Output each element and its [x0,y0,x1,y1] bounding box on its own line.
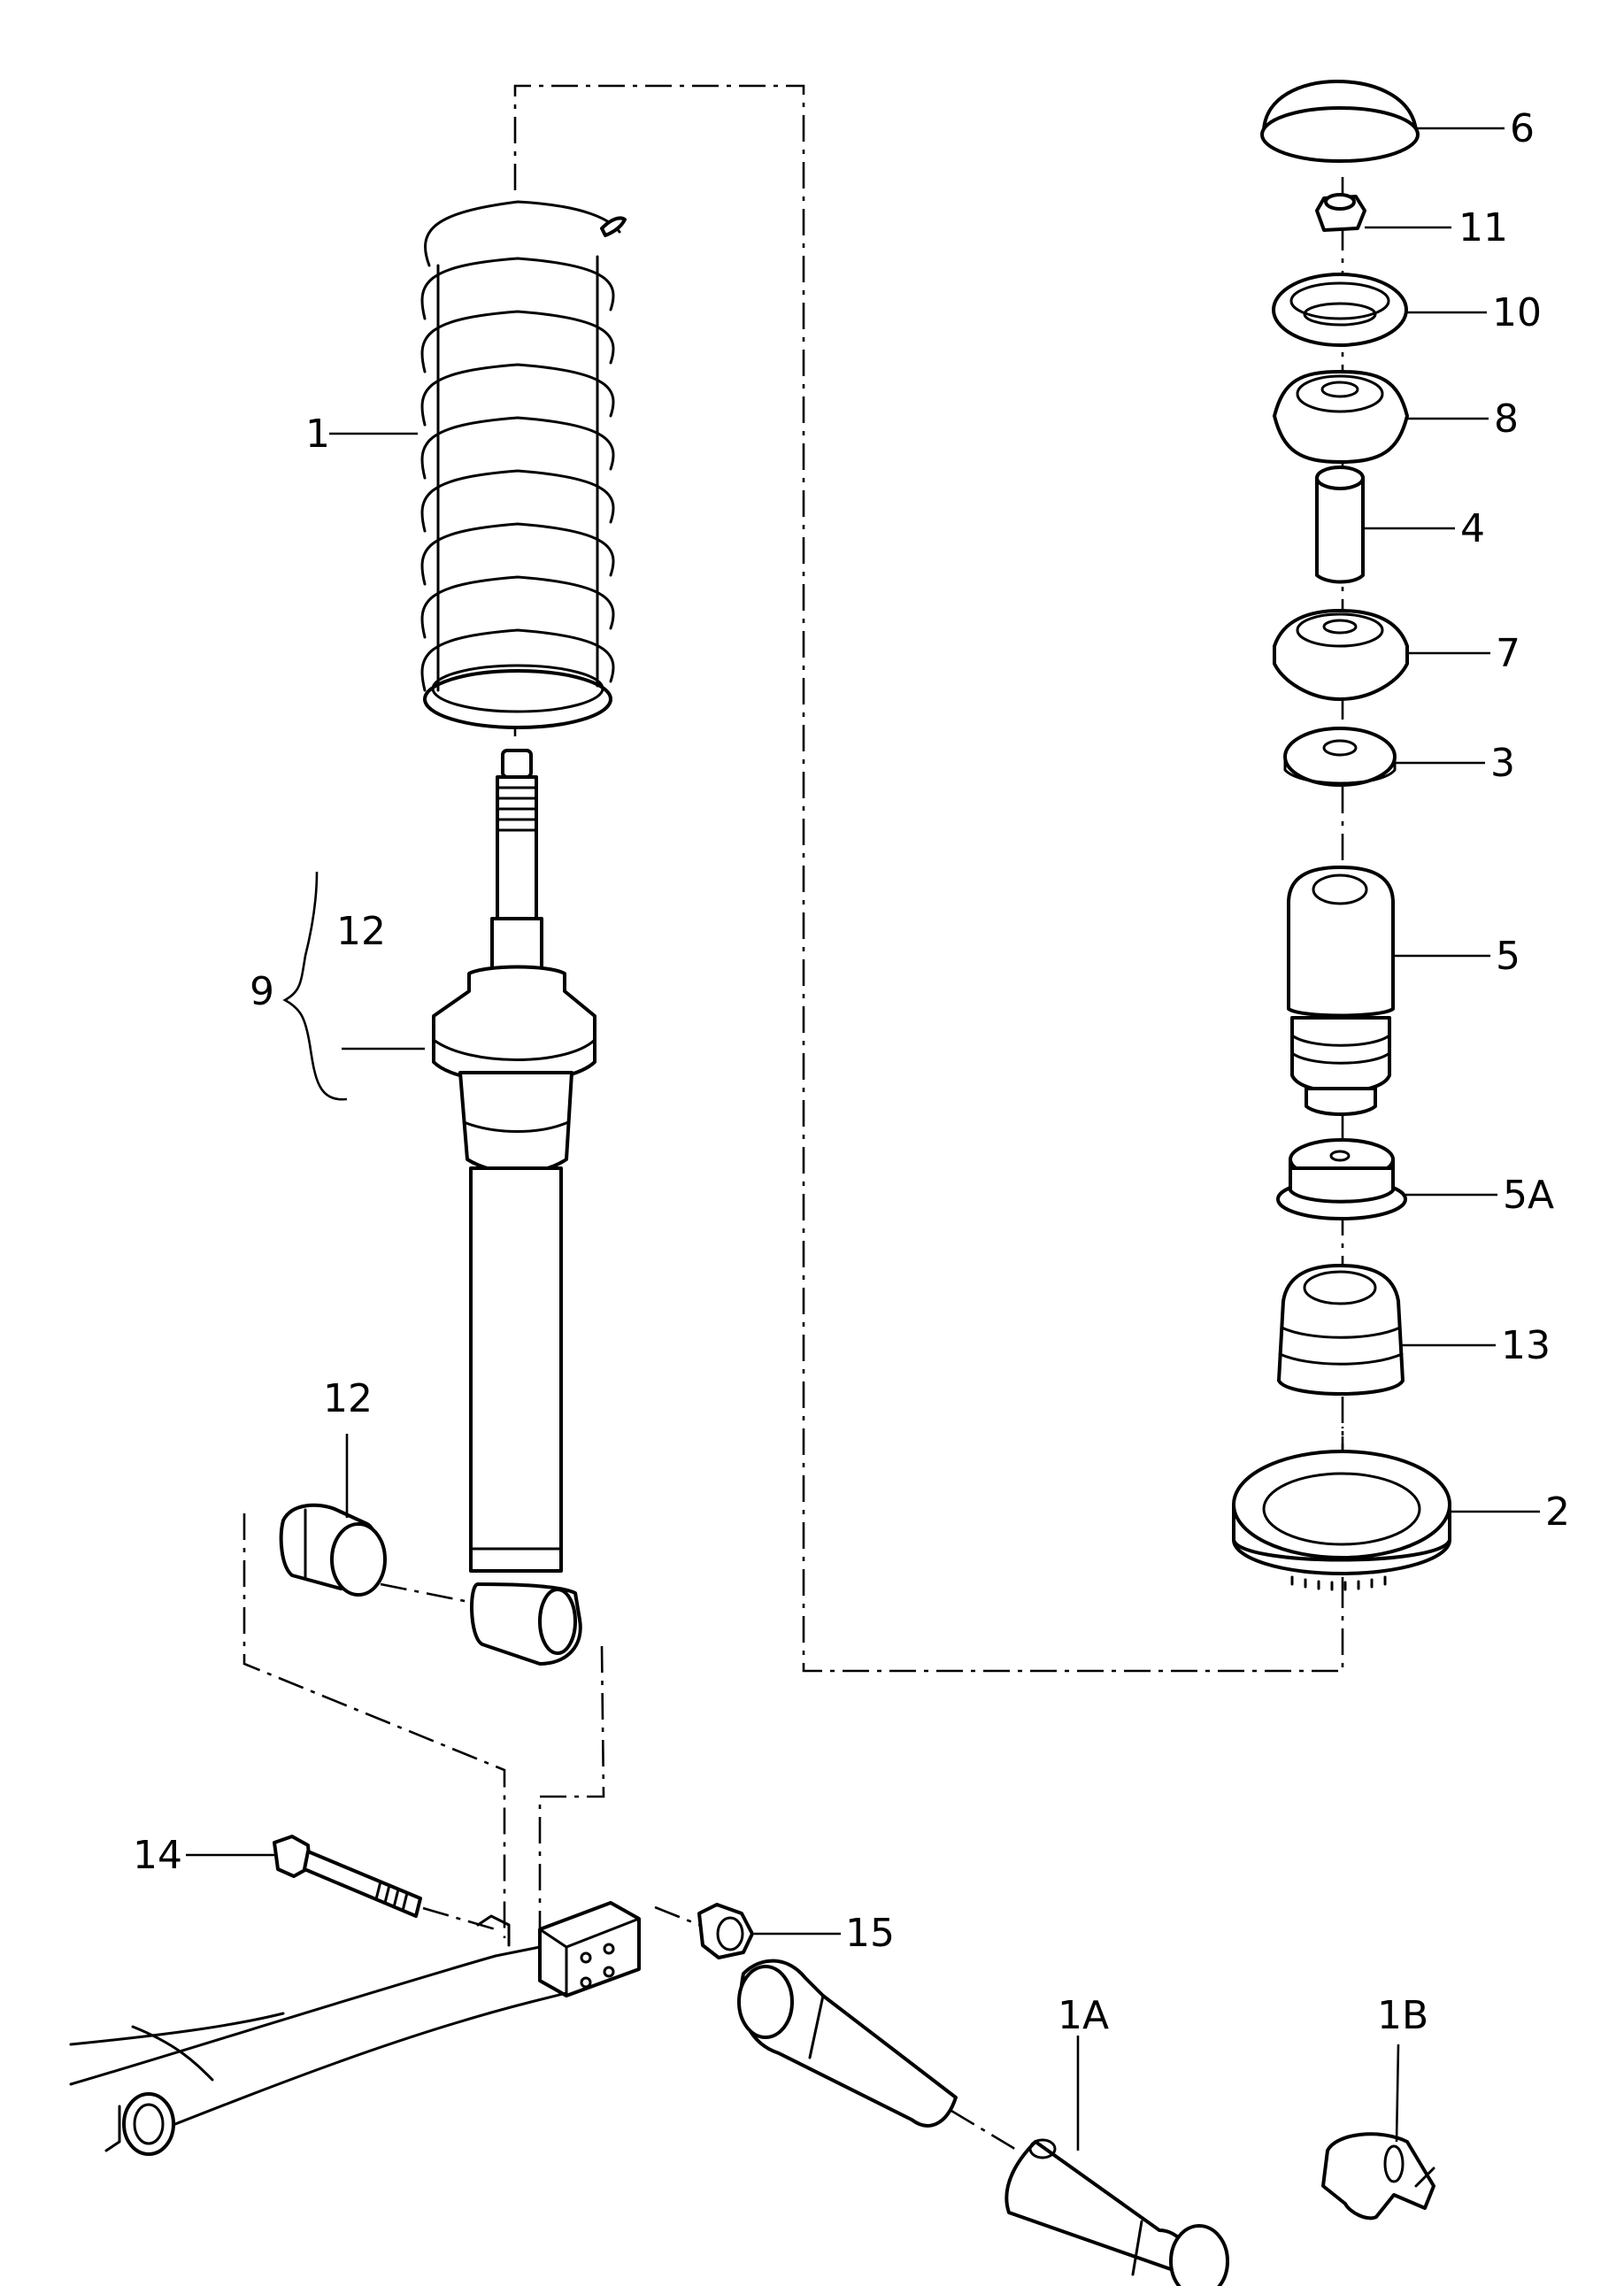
label-9: 9 [250,969,274,1014]
shock-absorber [432,749,596,1666]
bellows [1277,1264,1405,1396]
leader-lines [186,127,1540,2151]
upper-mount [1273,370,1409,464]
label-8: 8 [1494,396,1519,442]
nut [697,1903,754,1959]
washer [1283,727,1397,787]
part-labels: 1 12 9 12 14 15 1A 1B 6 11 10 8 4 7 3 5 … [133,106,1570,2038]
bump-stop-seat [1276,1138,1407,1220]
label-5: 5 [1496,934,1520,979]
spring-seat-ring [1232,1450,1451,1591]
top-nut [1315,193,1366,232]
label-6: 6 [1510,106,1535,151]
spacer-sleeve [1315,466,1365,584]
retainer-cup [1272,273,1408,347]
label-1b: 1B [1377,1993,1428,2038]
label-11: 11 [1459,205,1508,250]
label-3: 3 [1490,741,1515,786]
label-13: 13 [1501,1323,1551,1368]
assembly-dash-lines [242,84,1344,2152]
label-2: 2 [1545,1489,1570,1535]
lower-mount [1273,609,1409,701]
label-7: 7 [1496,631,1520,676]
bump-stop [1287,866,1395,1116]
label-1a: 1A [1058,1993,1109,2038]
clip [1321,2132,1435,2221]
rubber-bush [279,1503,387,1597]
bolt [273,1835,422,1918]
label-14: 14 [133,1833,182,1878]
label-4: 4 [1460,506,1485,551]
label-1: 1 [305,412,330,457]
axle-beam [69,1901,641,2156]
label-10: 10 [1492,290,1542,335]
coil-spring [420,200,627,729]
spring-sleeve [737,1959,1229,2286]
label-5a: 5A [1503,1173,1554,1218]
label-12-bush: 12 [323,1376,373,1421]
dust-cap [1260,80,1420,163]
label-12-group: 12 [336,909,386,954]
label-15: 15 [845,1911,895,1956]
